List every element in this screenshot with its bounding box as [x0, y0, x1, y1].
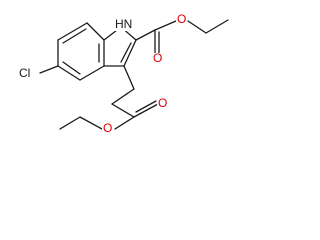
bond: [111, 88, 135, 105]
double-bond-inner: [120, 42, 132, 63]
bond: [123, 39, 137, 67]
bond: [133, 103, 159, 118]
oxygen-label-ester: O: [177, 12, 186, 26]
pyrrole-ring: [103, 26, 137, 67]
chlorine-label: Cl: [19, 66, 30, 80]
bond: [57, 65, 81, 81]
bond: [114, 116, 135, 130]
bond: [79, 116, 103, 130]
side-chain: [59, 65, 159, 130]
benzene-ring: [57, 22, 105, 81]
bond: [111, 103, 135, 118]
label-bg: [152, 53, 163, 66]
label-bg: [157, 98, 168, 111]
oxygen-label-side-carbonyl: O: [158, 96, 167, 110]
bond-to-cl: [39, 65, 59, 74]
oxygen-label-side-ester: O: [103, 121, 112, 135]
bond: [187, 20, 207, 34]
bond: [135, 29, 156, 41]
label-bg: [19, 67, 37, 80]
bond: [79, 65, 105, 81]
carbonyl-bond-double: [135, 100, 157, 113]
label-bg: [115, 18, 129, 31]
bond: [86, 22, 105, 41]
ester-group-top: [135, 19, 229, 54]
bond: [59, 116, 81, 130]
double-bond-inner: [62, 28, 87, 44]
double-bond-inner: [62, 61, 81, 75]
oxygen-label-carbonyl: O: [153, 51, 162, 65]
bond: [154, 20, 177, 31]
bond: [57, 22, 88, 41]
chemical-structure-diagram: HN Cl O O O O: [19, 12, 229, 136]
label-bg: [176, 14, 187, 27]
label-bg: [102, 123, 113, 136]
bond: [123, 65, 135, 90]
bond: [205, 19, 229, 34]
nitrogen-label: HN: [115, 17, 132, 31]
